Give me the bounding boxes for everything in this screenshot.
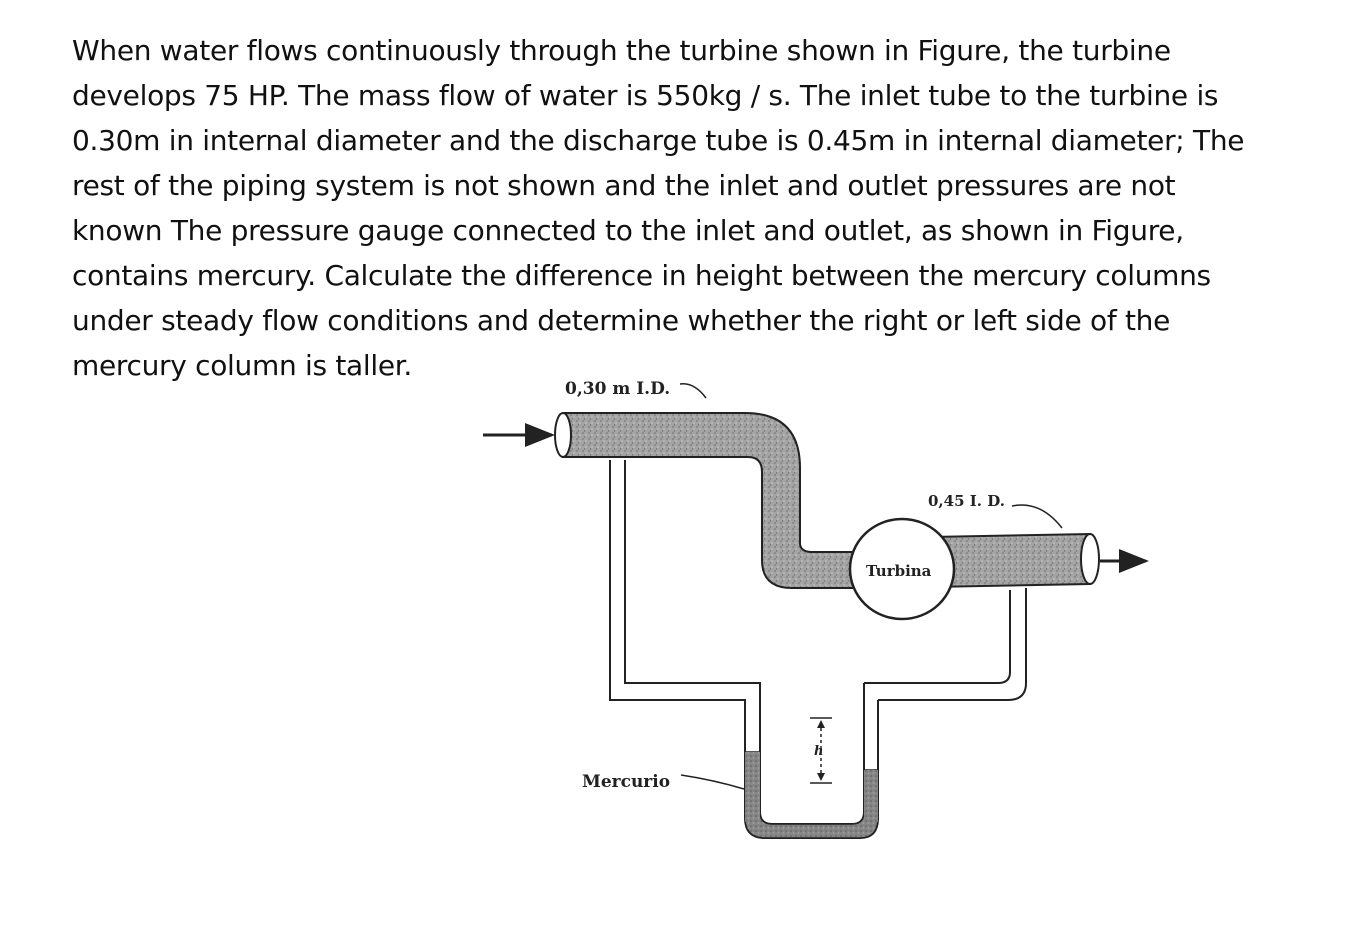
problem-statement: When water flows continuously through th… (72, 28, 1342, 388)
mercury-label: Mercurio (582, 772, 670, 792)
mercury-label-leader (680, 774, 745, 790)
manometer-right-tube (878, 588, 1027, 701)
outlet-label-leader (1011, 504, 1063, 529)
inlet-diameter-label: 0,30 m I.D. (565, 379, 670, 399)
outlet-pipe-opening (1080, 533, 1100, 585)
mercury-right-column (864, 770, 878, 822)
problem-line-4: rest of the piping system is not shown a… (72, 169, 1176, 202)
problem-line-5: known The pressure gauge connected to th… (72, 214, 1184, 247)
problem-line-3: 0.30m in internal diameter and the disch… (72, 124, 1245, 157)
inlet-pipe (562, 412, 863, 589)
inlet-label-leader (679, 383, 707, 399)
outlet-diameter-label: 0,45 I. D. (928, 492, 1005, 510)
problem-line-7: under steady flow conditions and determi… (72, 304, 1171, 337)
height-indicator-arrow-up (817, 720, 825, 728)
turbine-label: Turbina (866, 562, 932, 580)
problem-line-1: When water flows continuously through th… (72, 34, 1171, 67)
problem-line-2: develops 75 HP. The mass flow of water i… (72, 79, 1219, 112)
inlet-pipe-opening (554, 412, 572, 458)
manometer-right-tube-inner (864, 590, 1011, 684)
problem-line-8: mercury column is taller. (72, 349, 413, 382)
turbine-body (848, 517, 956, 621)
mercury-left-column (745, 752, 760, 822)
mercury-fill (744, 751, 879, 839)
height-label: h (814, 744, 823, 759)
problem-line-6: contains mercury. Calculate the differen… (72, 259, 1211, 292)
height-indicator-arrow-down (817, 773, 825, 781)
